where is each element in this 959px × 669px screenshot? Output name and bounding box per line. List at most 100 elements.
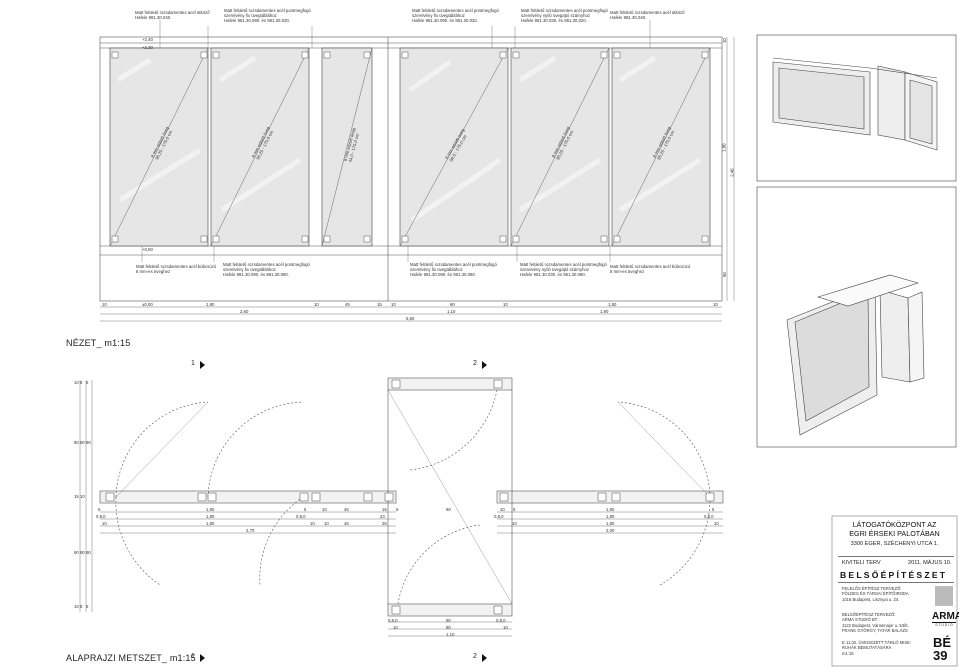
dimension: 10: [393, 625, 398, 630]
plan-date: 2011. MÁJUS 10.: [908, 560, 952, 566]
dimension: 23: [380, 514, 385, 519]
project-name-line2: EGRI ÉRSEKI PALOTÁBAN: [849, 529, 940, 538]
dimension: 90: [86, 440, 91, 445]
sheet-description: E 11.02. ÜVEGEZETT TÁRLÓ MISE- RUHÁK BEM…: [842, 640, 912, 656]
level-mark: +2,30: [142, 45, 153, 50]
top-note: Matt felületű rozsdamentes acél ütköző H…: [610, 10, 685, 21]
dimension: 10: [503, 625, 508, 630]
dimension: 15: [382, 507, 387, 512]
dimension: 0,8,0: [388, 618, 398, 623]
dimension: 90: [74, 550, 79, 555]
dimension: 10: [102, 521, 107, 526]
axonometric-views: [756, 34, 957, 448]
arma-logo: ARMA S T Ú D I Ó: [932, 611, 959, 631]
dimension: 90: [450, 302, 455, 307]
title-block: LÁTOGATÓKÖZPONT AZ EGRI ÉRSEKI PALOTÁBAN…: [832, 516, 959, 666]
dimension: 1,90: [600, 309, 609, 314]
level-mark: ±0,00: [142, 302, 153, 307]
plan-title: ALAPRAJZI METSZET_ m1:15: [66, 653, 196, 663]
dimension: 1,10: [446, 632, 455, 637]
dimension: 5,60: [406, 316, 415, 321]
bottom-note: Matt felületű rozsdamentes acél pontmegf…: [223, 262, 310, 278]
bottom-note: Matt felületű rozsdamentes acél búbcsúzó…: [610, 264, 691, 275]
title-block-frame: [831, 515, 958, 667]
dimension: 50: [721, 272, 727, 277]
project-address: 3300 EGER, SZÉCHENYI UTCA 1.: [850, 541, 939, 547]
dimension: 10: [314, 302, 319, 307]
section-mark-label: 1: [191, 360, 196, 367]
bottom-note: Matt felületű rozsdamentes acél búbcsúzó…: [136, 264, 217, 275]
dimension: 1,80: [608, 302, 617, 307]
section-markers: [200, 361, 487, 662]
dimension: 5: [86, 604, 89, 609]
plan-drawing: [99, 377, 724, 617]
dimension: 5: [513, 507, 516, 512]
dimension: 1,80: [206, 514, 215, 519]
firm-logo: [935, 586, 953, 606]
dimension: 10: [102, 302, 107, 307]
dimension: 90: [446, 618, 451, 623]
elevation-title: NÉZET_ m1:15: [66, 338, 131, 348]
divider: [838, 582, 954, 583]
dimension: 1,80: [206, 302, 215, 307]
section-mark-label: 1: [191, 653, 196, 660]
dimension: 1,80: [206, 521, 215, 526]
dimension: 1,80: [606, 507, 615, 512]
top-note: Matt felületű rozsdamentes acél pontmegf…: [412, 8, 499, 24]
top-note: Matt felületű rozsdamentes acél pontmegf…: [521, 8, 608, 24]
dimension: 5: [304, 507, 307, 512]
logo-subtext: S T Ú D I Ó: [935, 623, 953, 627]
dimension: 90: [80, 550, 85, 555]
bottom-note: Matt felületű rozsdamentes acél pontmegf…: [520, 262, 607, 278]
dimension: 8: [80, 380, 83, 385]
sheet-number: 39: [933, 648, 948, 663]
dimension: 10: [391, 302, 396, 307]
dimension: 10: [503, 302, 508, 307]
dimension: 5: [98, 507, 101, 512]
sheet-code-prefix: BÉ: [933, 635, 952, 650]
dimension: 10: [500, 507, 505, 512]
dimension: 2,40: [729, 168, 735, 177]
divider: [838, 556, 954, 557]
level-mark: +0,50: [142, 247, 153, 252]
section-mark-label: 2: [473, 653, 478, 660]
elevation-frame: [99, 36, 723, 302]
section-mark-label: 2: [473, 360, 478, 367]
level-mark: +2,40: [142, 37, 153, 42]
dimension: 5: [712, 507, 715, 512]
dimension: 10: [324, 521, 329, 526]
top-note: Matt felületű rozsdamentes acél pontmegf…: [224, 8, 311, 24]
dimension: 10: [310, 521, 315, 526]
dimension: 10: [74, 604, 79, 609]
discipline-title: BELSŐÉPÍTÉSZET: [840, 570, 948, 580]
plan-fittings: [105, 379, 715, 615]
dimension: 1,80: [606, 514, 615, 519]
dimension: 10: [714, 521, 719, 526]
dimension: 10: [74, 380, 79, 385]
dimension: 5: [396, 507, 399, 512]
dimension: 90: [74, 440, 79, 445]
dimension: 90: [446, 507, 451, 512]
dimension: 2,60: [240, 309, 249, 314]
lead-designer: FELELŐS ÉPÍTÉSZ TERVEZŐ: FÖLDES ÉS TÁRSA…: [842, 586, 909, 602]
dimension: 5: [86, 380, 89, 385]
dimension: 45: [344, 507, 349, 512]
dimension: 15: [377, 302, 382, 307]
dimension: 90: [80, 440, 85, 445]
bottom-note: Matt felületű rozsdamentes acél pontmegf…: [410, 262, 497, 278]
dimension: 10: [512, 521, 517, 526]
dimension: 0,8,0: [494, 514, 504, 519]
dimension: 0,8,0: [704, 514, 714, 519]
dimension: 1,80: [206, 507, 215, 512]
dimension: 8: [80, 604, 83, 609]
dimension: 10: [322, 507, 327, 512]
dimension: 2,00: [606, 528, 615, 533]
top-note: Matt felületű rozsdamentes acél ütköző H…: [135, 10, 210, 21]
dimension: 10: [721, 38, 727, 43]
dimension: 25: [382, 521, 387, 526]
dimension: 1,80: [606, 521, 615, 526]
dimension: 90: [86, 550, 91, 555]
interior-designer: BELSŐÉPÍTÉSZ TERVEZŐ: ARMA STÚDIÓ BT. 11…: [842, 612, 909, 634]
